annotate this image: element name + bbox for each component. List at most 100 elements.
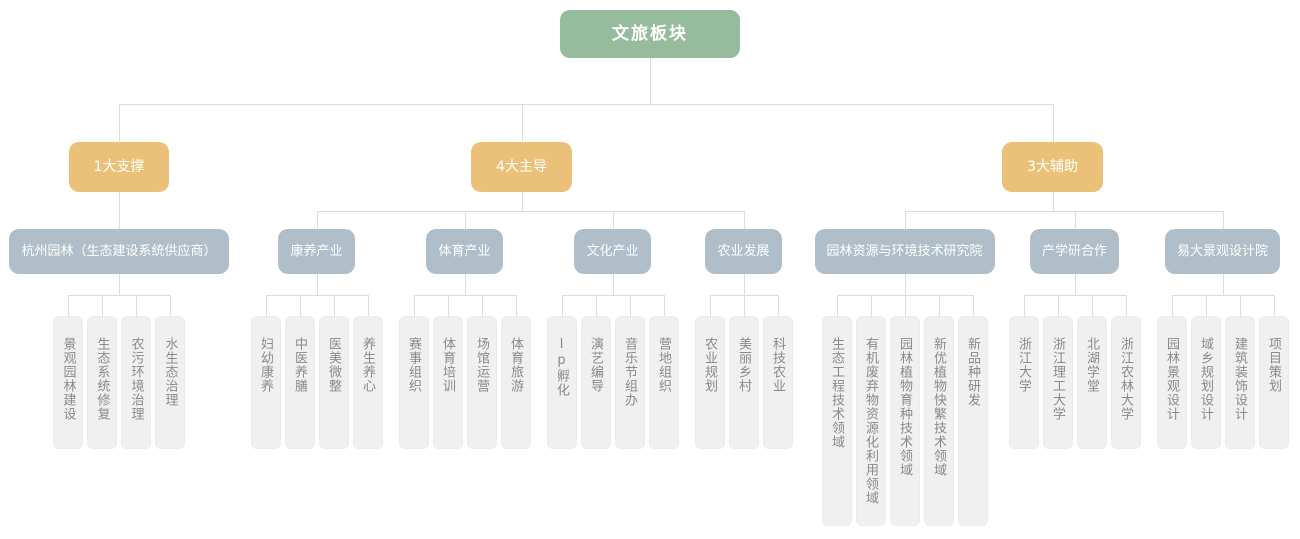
node-hangzhou-garden: 杭州园林（生态建设系统供应商） — [9, 229, 229, 274]
leaf-item: 新优植物快繁技术领域 — [921, 295, 957, 526]
group-sports-industry: 体育产业 赛事组织 体育培训 场馆运营 体育旅游 — [390, 211, 540, 449]
leaf-label: Ip孵化 — [554, 337, 569, 397]
node-culture-industry: 文化产业 — [574, 229, 651, 274]
agriculture-dev-leaves: 农业规划 美丽乡村 科技农业 — [693, 274, 795, 449]
leaf-label: 体育旅游 — [508, 337, 523, 393]
leaf-item: 妇幼康养 — [249, 295, 284, 449]
leaf-label: 美丽乡村 — [736, 337, 751, 393]
leaf-item: 中医养膳 — [282, 295, 318, 449]
leaf-card: 园林景观设计 — [1156, 316, 1187, 449]
leaf-item: 农污环境治理 — [118, 295, 154, 449]
leaf-label: 医美微整 — [326, 337, 341, 393]
hangzhou-garden-leaves: 景观园林建设 生态系统修复 农污环境治理 水生态治理 — [51, 274, 187, 449]
leaf-item: 景观园林建设 — [51, 295, 86, 449]
leaf-card: 科技农业 — [762, 316, 793, 449]
leaf-card: 生态系统修复 — [86, 316, 117, 449]
leaf-label: 北湖学堂 — [1084, 337, 1100, 393]
node-agriculture-dev: 农业发展 — [705, 229, 782, 274]
leaf-item: 浙江农林大学 — [1108, 295, 1143, 449]
leaf-card: 体育旅游 — [500, 316, 531, 449]
leaf-label: 新品种研发 — [965, 337, 980, 407]
group-industry-academia-research: 产学研合作 浙江大学 浙江理工大学 北湖学堂 浙江农林大学 — [1000, 211, 1150, 526]
culture-industry-leaves: Ip孵化 演艺编导 音乐节组办 营地组织 — [545, 274, 681, 449]
branch-main: 4大主导 康养产业 妇幼康养 中医养膳 医美微整 养生养心 — [238, 104, 806, 526]
leaf-item: 农业规划 — [693, 295, 728, 449]
group-health-industry: 康养产业 妇幼康养 中医养膳 医美微整 养生养心 — [243, 211, 392, 449]
leaf-item: 场馆运营 — [464, 295, 500, 449]
leaf-item: 演艺编导 — [578, 295, 614, 449]
leaf-item: 浙江大学 — [1007, 295, 1042, 449]
leaf-label: 赛事组织 — [406, 337, 421, 393]
leaf-item: 浙江理工大学 — [1040, 295, 1076, 449]
leaf-card: 农业规划 — [694, 316, 725, 449]
leaf-card: 赛事组织 — [398, 316, 429, 449]
leaf-item: 音乐节组办 — [612, 295, 648, 449]
leaf-card: 新优植物快繁技术领域 — [923, 316, 954, 526]
auxiliary-sub-row: 园林资源与环境技术研究院 生态工程技术领域 有机废弃物资源化利用领域 园林植物育… — [809, 192, 1297, 526]
leaf-item: 体育旅游 — [498, 295, 533, 449]
group-hangzhou-garden: 杭州园林（生态建设系统供应商） 景观园林建设 生态系统修复 农污环境治理 水生态… — [3, 211, 234, 449]
leaf-card: 音乐节组办 — [614, 316, 645, 449]
leaf-label: 园林植物育种技术领域 — [897, 337, 912, 477]
leaf-label: 水生态治理 — [162, 337, 178, 407]
node-industry-academia-research: 产学研合作 — [1030, 229, 1120, 274]
leaf-label: 农业规划 — [702, 337, 717, 393]
leaf-card: 浙江理工大学 — [1042, 316, 1073, 449]
leaf-label: 生态工程技术领域 — [829, 337, 844, 449]
branch-support: 1大支撑 杭州园林（生态建设系统供应商） 景观园林建设 生态系统修复 农污环境治… — [0, 104, 240, 526]
yida-landscape-leaves: 园林景观设计 域乡规划设计 建筑装饰设计 项目策划 — [1155, 274, 1291, 449]
leaf-item: 水生态治理 — [152, 295, 187, 449]
leaf-label: 园林景观设计 — [1164, 337, 1180, 421]
leaf-item: 养生养心 — [350, 295, 385, 449]
group-culture-industry: 文化产业 Ip孵化 演艺编导 音乐节组办 营地组织 — [538, 211, 688, 449]
leaf-card: 生态工程技术领域 — [821, 316, 852, 526]
branch-auxiliary: 3大辅助 园林资源与环境技术研究院 生态工程技术领域 有机废弃物资源化利用领域 … — [804, 104, 1300, 526]
leaf-card: 演艺编导 — [580, 316, 611, 449]
leaf-card: 新品种研发 — [957, 316, 988, 526]
leaf-card: 项目策划 — [1258, 316, 1289, 449]
leaf-item: 科技农业 — [760, 295, 795, 449]
group-agriculture-dev: 农业发展 农业规划 美丽乡村 科技农业 — [686, 211, 801, 449]
leaf-label: 体育培训 — [440, 337, 455, 393]
node-health-industry: 康养产业 — [278, 229, 355, 274]
leaf-item: Ip孵化 — [545, 295, 580, 449]
leaf-card: 景观园林建设 — [52, 316, 83, 449]
leaf-label: 项目策划 — [1266, 337, 1282, 393]
leaf-card: 有机废弃物资源化利用领域 — [855, 316, 886, 526]
leaf-label: 演艺编导 — [588, 337, 603, 393]
garden-research-leaves: 生态工程技术领域 有机废弃物资源化利用领域 园林植物育种技术领域 新优植物快繁技… — [820, 274, 990, 526]
leaf-card: 养生养心 — [352, 316, 383, 449]
leaf-label: 浙江大学 — [1016, 337, 1032, 393]
leaf-card: Ip孵化 — [546, 316, 577, 449]
leaf-item: 园林景观设计 — [1155, 295, 1190, 449]
leaf-item: 赛事组织 — [397, 295, 432, 449]
leaf-label: 浙江理工大学 — [1050, 337, 1066, 421]
leaf-label: 中医养膳 — [292, 337, 307, 393]
health-industry-leaves: 妇幼康养 中医养膳 医美微整 养生养心 — [249, 274, 385, 449]
industry-academia-leaves: 浙江大学 浙江理工大学 北湖学堂 浙江农林大学 — [1007, 274, 1143, 449]
leaf-card: 建筑装饰设计 — [1224, 316, 1255, 449]
sports-industry-leaves: 赛事组织 体育培训 场馆运营 体育旅游 — [397, 274, 533, 449]
node-sports-industry: 体育产业 — [426, 229, 503, 274]
level2-row: 1大支撑 杭州园林（生态建设系统供应商） 景观园林建设 生态系统修复 农污环境治… — [0, 58, 1300, 526]
leaf-card: 妇幼康养 — [250, 316, 281, 449]
leaf-card: 医美微整 — [318, 316, 349, 449]
leaf-label: 妇幼康养 — [258, 337, 273, 393]
group-garden-research-institute: 园林资源与环境技术研究院 生态工程技术领域 有机废弃物资源化利用领域 园林植物育… — [809, 211, 1002, 526]
leaf-item: 体育培训 — [430, 295, 466, 449]
group-yida-landscape-institute: 易大景观设计院 园林景观设计 域乡规划设计 建筑装饰设计 项目策划 — [1148, 211, 1297, 526]
leaf-item: 有机废弃物资源化利用领域 — [853, 295, 889, 526]
node-4-main: 4大主导 — [471, 142, 572, 192]
leaf-label: 养生养心 — [360, 337, 375, 393]
leaf-item: 生态系统修复 — [84, 295, 120, 449]
tree-top: 文旅板块 1大支撑 杭州园林（生态建设系统供应商） 景观园林建设 生态系统修复 … — [0, 10, 1300, 526]
leaf-label: 科技农业 — [770, 337, 785, 393]
leaf-card: 美丽乡村 — [728, 316, 759, 449]
tree-trunk: 文旅板块 1大支撑 杭州园林（生态建设系统供应商） 景观园林建设 生态系统修复 … — [0, 10, 1300, 526]
leaf-item: 美丽乡村 — [726, 295, 762, 449]
leaf-label: 浙江农林大学 — [1118, 337, 1134, 421]
leaf-label: 景观园林建设 — [60, 337, 76, 421]
leaf-card: 浙江大学 — [1008, 316, 1039, 449]
node-yida-landscape-institute: 易大景观设计院 — [1165, 229, 1281, 274]
